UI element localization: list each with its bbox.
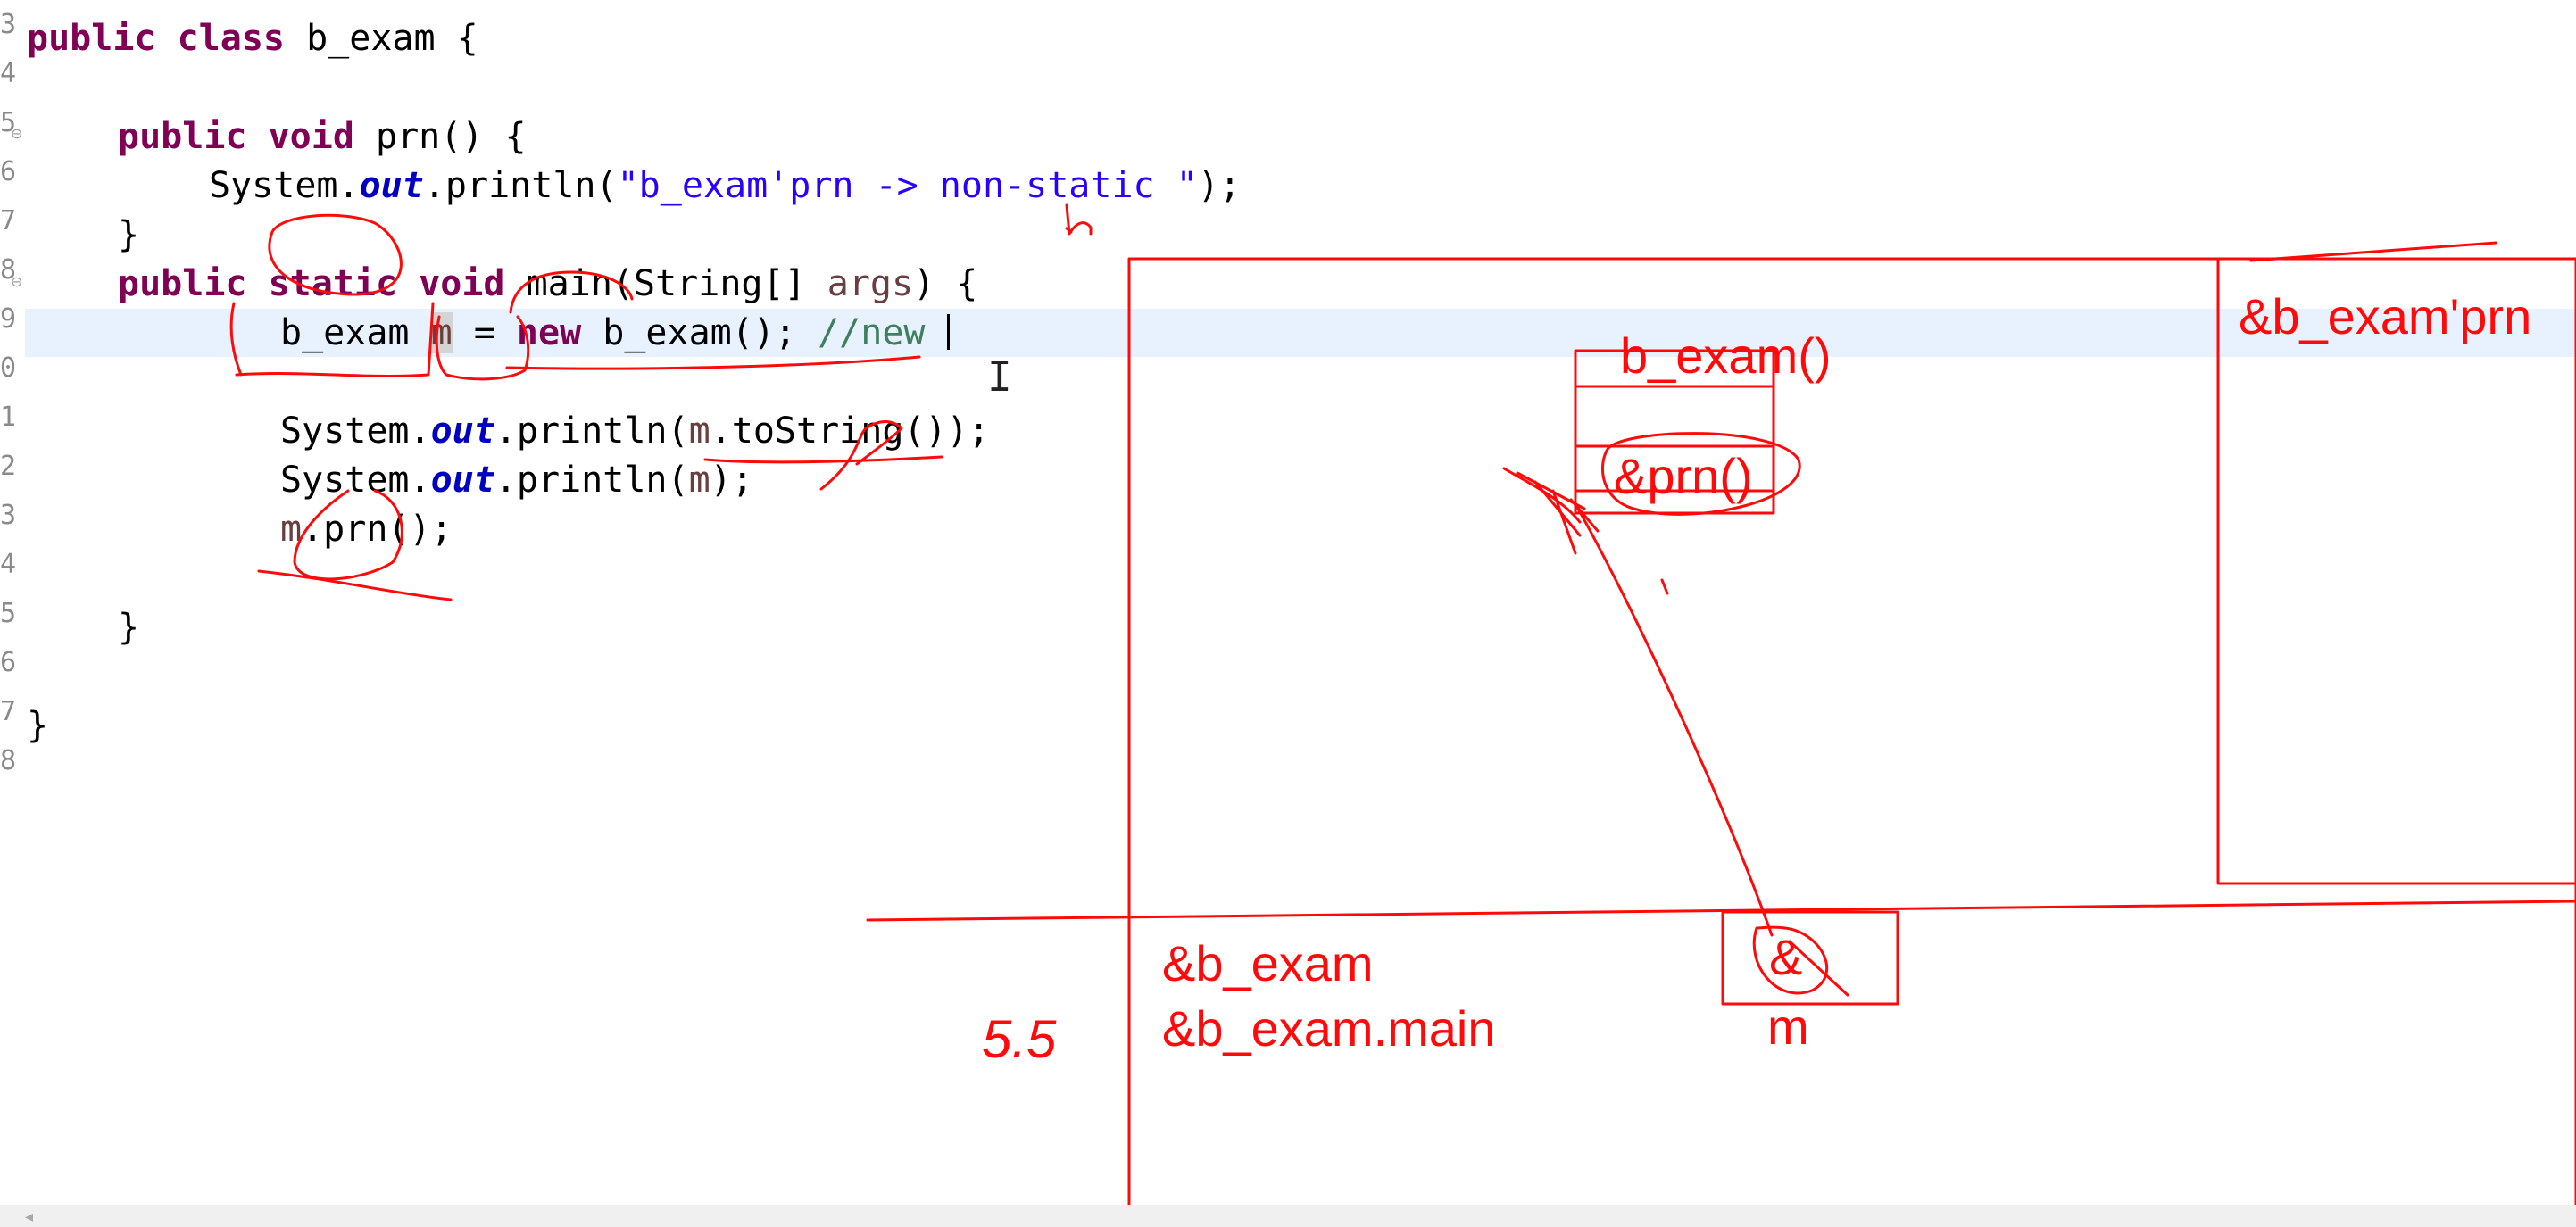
line-number: 6	[0, 647, 17, 678]
local-variable: m	[688, 410, 710, 452]
line-number: 7	[0, 205, 17, 236]
keyword: void	[268, 116, 354, 157]
fold-toggle-icon[interactable]: ⊖	[11, 125, 23, 142]
mouse-ibeam-cursor: I	[987, 352, 1012, 401]
static-field: out	[430, 410, 495, 452]
line-number: 6	[0, 156, 17, 187]
code-text: .println(	[423, 165, 618, 206]
code-text: .println(	[494, 460, 689, 501]
line-number: 7	[0, 696, 17, 727]
code-text: .toString());	[710, 410, 990, 452]
code-text: }	[118, 607, 140, 648]
line-number-gutter: 3 4 5 6 7 8 9 0 1 2 3 4 5 6 7 8 ⊖ ⊖	[0, 0, 23, 1205]
horizontal-scrollbar[interactable]	[0, 1205, 2576, 1227]
keyword: public	[118, 263, 247, 304]
keyword: public	[27, 18, 156, 59]
code-line-println-tostring[interactable]: System.out.println(m.toString());	[280, 407, 990, 456]
line-number: 8	[0, 745, 17, 776]
text-caret	[946, 314, 950, 350]
keyword: class	[177, 18, 286, 59]
code-line-main-decl[interactable]: public static void main(String[] args) {	[118, 260, 977, 309]
fold-toggle-icon[interactable]: ⊖	[11, 273, 23, 290]
code-line-close-class[interactable]: }	[27, 701, 48, 750]
code-text: );	[710, 460, 753, 501]
line-number: 9	[0, 303, 17, 335]
local-variable: m	[688, 460, 710, 501]
local-variable: m	[280, 509, 303, 550]
code-text: b_exam();	[581, 312, 819, 353]
static-field: out	[430, 460, 495, 501]
line-number: 3	[0, 9, 17, 40]
code-text: System.	[209, 165, 360, 206]
string-literal: "b_exam'prn -> non-static "	[617, 165, 1198, 206]
code-text: main(String[]	[504, 263, 827, 304]
keyword: public	[118, 116, 247, 157]
code-text: =	[452, 312, 517, 353]
line-number: 8	[0, 254, 17, 286]
line-number: 2	[0, 451, 17, 482]
code-text: b_exam	[280, 312, 431, 353]
scroll-left-arrow-icon[interactable]: ◂	[25, 1207, 34, 1226]
keyword: void	[419, 263, 505, 304]
static-field: out	[359, 165, 424, 206]
code-text: .println(	[494, 410, 689, 452]
code-text: }	[27, 705, 49, 746]
line-number: 5	[0, 107, 17, 138]
line-number: 1	[0, 402, 17, 433]
code-line-println-m[interactable]: System.out.println(m);	[280, 456, 753, 505]
parameter: args	[827, 263, 914, 304]
line-number: 5	[0, 598, 17, 629]
code-text: .prn();	[302, 509, 453, 550]
code-line-prn-body[interactable]: System.out.println("b_exam'prn -> non-st…	[209, 162, 1241, 211]
code-line-close-brace[interactable]: }	[118, 211, 139, 260]
code-text: System.	[280, 410, 431, 452]
code-text: ) {	[913, 263, 978, 304]
code-line-prn-decl[interactable]: public void prn() {	[118, 112, 527, 162]
line-number: 0	[0, 352, 17, 384]
local-variable: m	[430, 312, 453, 353]
code-text: b_exam {	[285, 18, 478, 59]
comment: //new	[818, 312, 947, 353]
code-text: );	[1197, 165, 1241, 206]
code-text: prn() {	[353, 116, 527, 157]
code-line-close-main[interactable]: }	[118, 603, 139, 652]
line-number: 3	[0, 500, 17, 531]
code-line-class-decl[interactable]: public class b_exam {	[27, 14, 478, 63]
code-text: }	[118, 214, 140, 255]
code-line-call-prn[interactable]: m.prn();	[280, 505, 453, 554]
line-number: 4	[0, 58, 17, 89]
code-text: System.	[280, 460, 431, 501]
keyword: new	[516, 312, 582, 353]
keyword: static	[268, 263, 398, 304]
code-line-new-instance[interactable]: b_exam m = new b_exam(); //new	[280, 309, 950, 358]
line-number: 4	[0, 549, 17, 580]
